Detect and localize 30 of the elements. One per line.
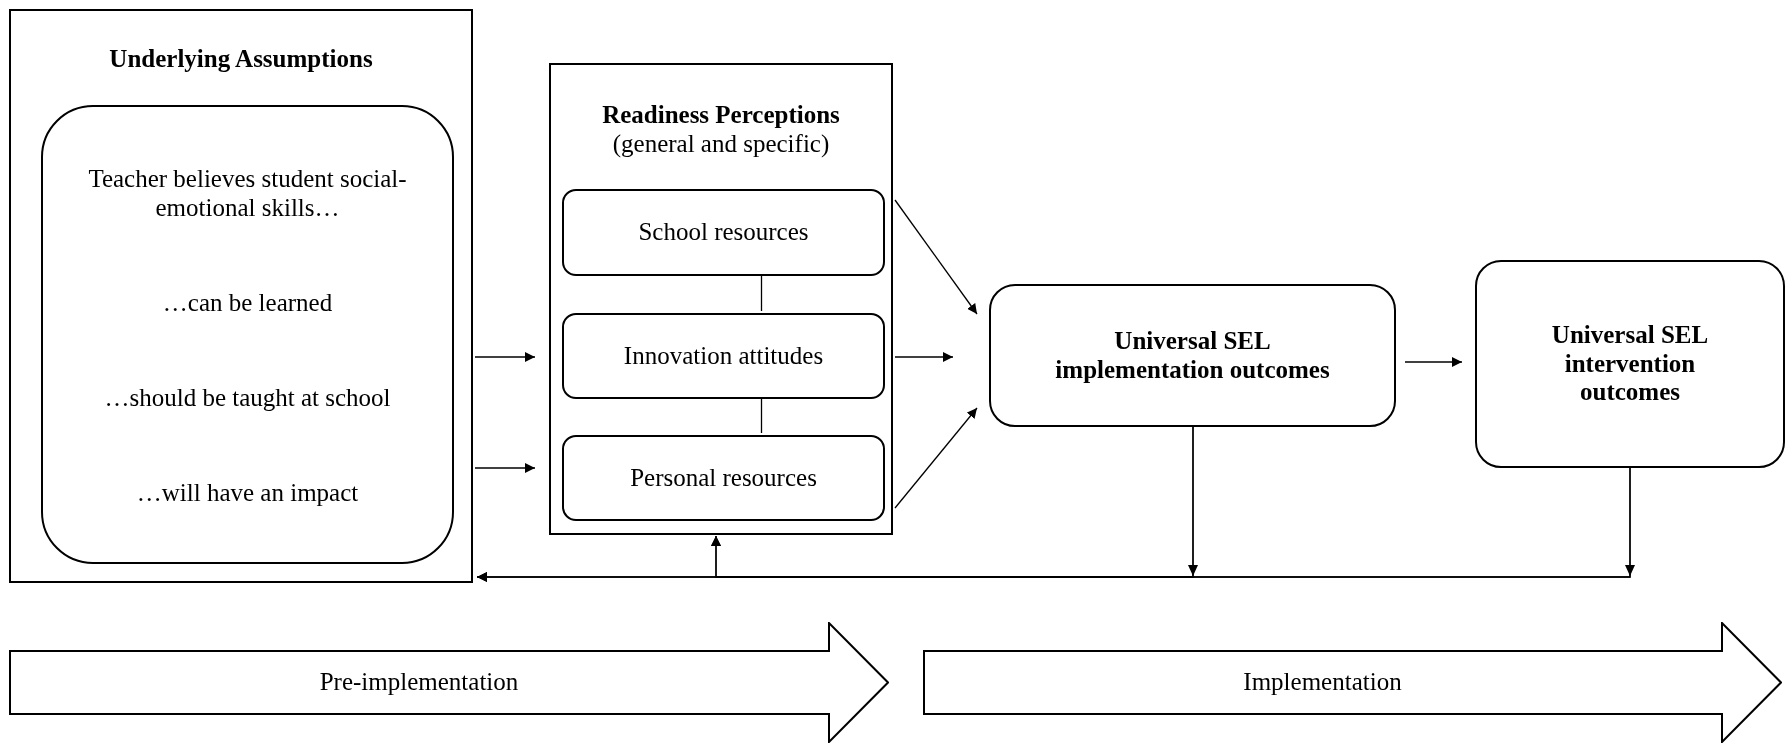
box-label: Innovation attitudes [623,341,824,371]
arrow [474,352,536,362]
rounded-box [562,313,885,399]
box-label: Universal SEL intervention outcomes [1550,320,1710,408]
rounded-box [989,284,1396,427]
connector-line [760,273,763,312]
box-label: School resources [638,218,809,247]
statement: …can be learned [162,288,333,318]
arrow [894,352,954,362]
box-label: Implementation [1243,668,1402,697]
statement: …will have an impact [136,479,359,508]
arrow [1404,357,1463,367]
group-box [549,63,893,535]
box-label: Universal SEL implementation outcomes [1054,326,1331,385]
rounded-box [562,189,885,276]
box-label: Pre-implementation [319,668,519,697]
heading: Underlying Assumptions [109,45,373,74]
group-box [9,9,473,583]
statement: Teacher believes student social-emotional skills… [87,165,408,223]
rounded-box [562,435,885,521]
arrow [894,199,978,315]
connector-line [760,396,763,434]
subheading: (general and specific) [612,129,830,159]
heading: Readiness Perceptions [602,101,840,130]
arrow [474,463,536,473]
statement: …should be taught at school [104,384,391,413]
rounded-box [41,105,454,564]
box-label: Personal resources [630,463,817,493]
arrow [711,467,1631,578]
rounded-box [1475,260,1785,468]
